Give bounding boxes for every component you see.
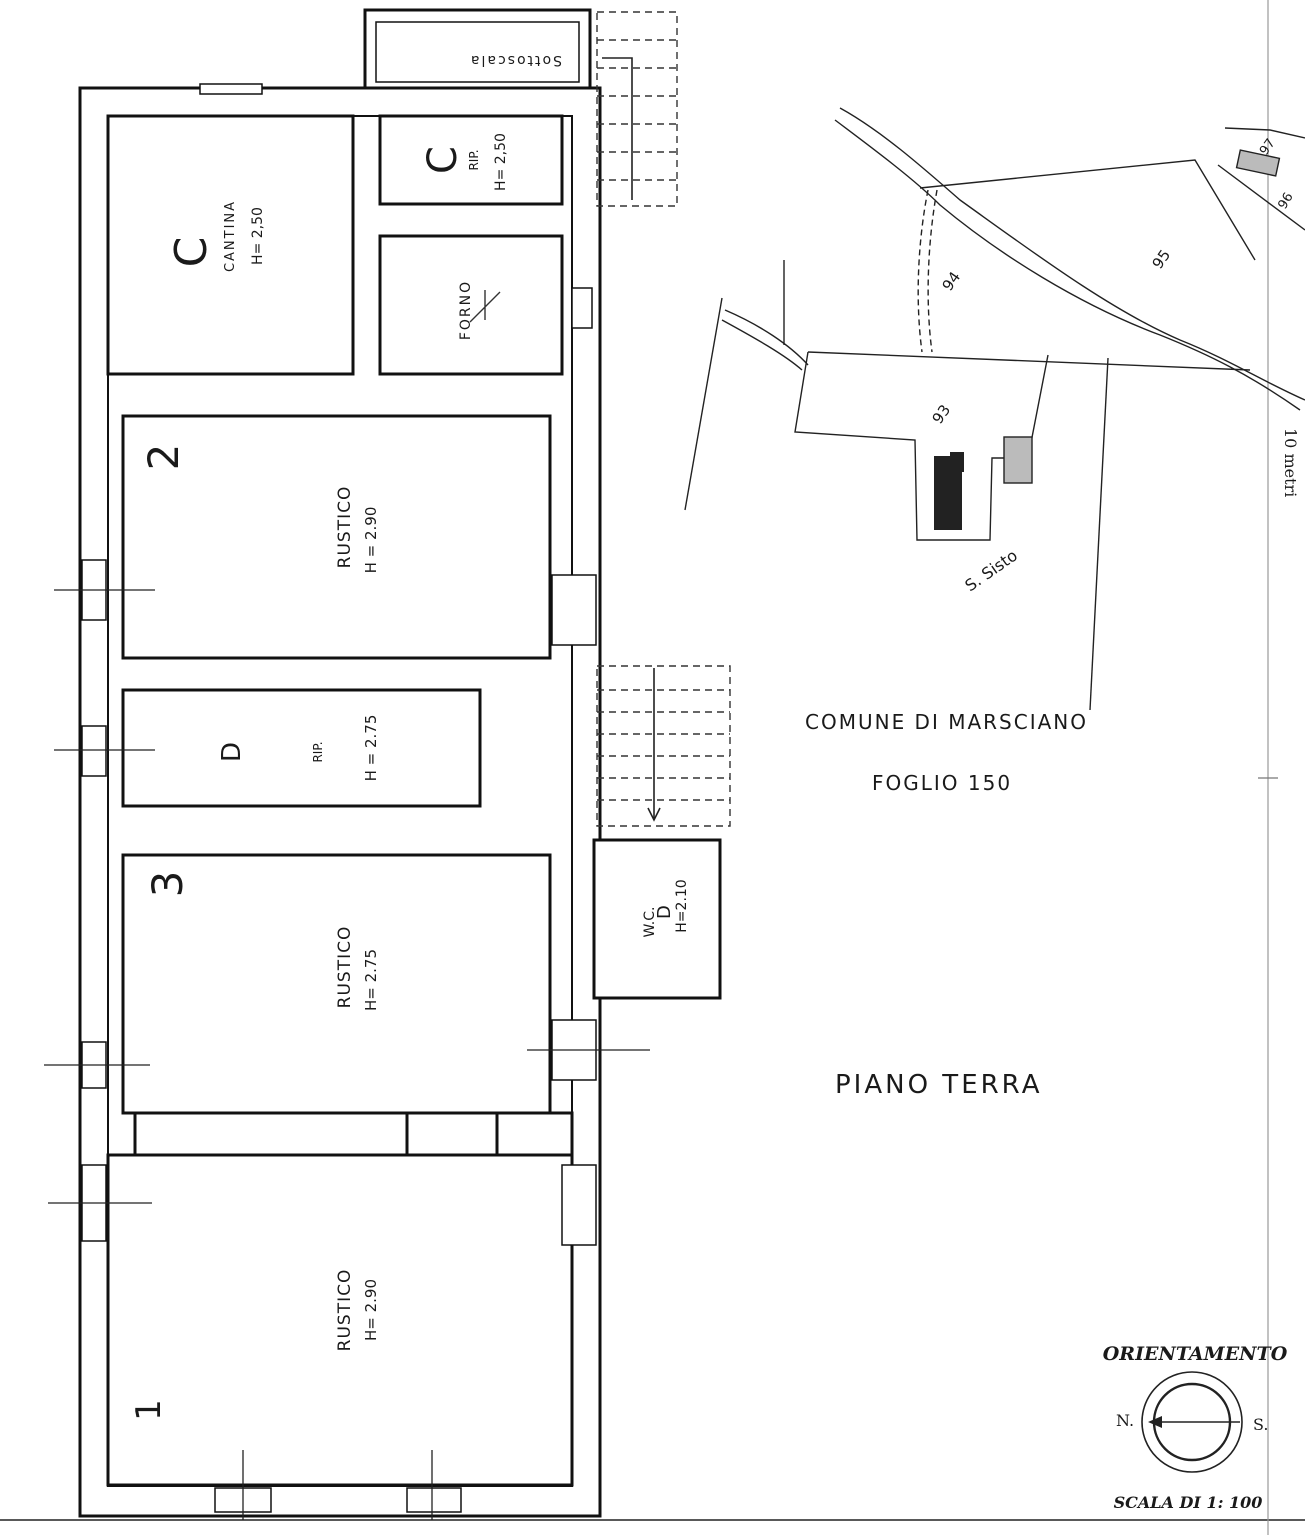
rustico-1-name: RUSTICO (335, 1269, 355, 1352)
wc-height: H=2.10 (674, 879, 690, 932)
orientation-block: ORIENTAMENTO N. S. SCALA DI 1: 100 (1103, 1343, 1288, 1512)
forno-room (378, 234, 564, 376)
stairs-middle (596, 665, 731, 827)
compass-outer-ring (1141, 1371, 1243, 1473)
orientation-label: ORIENTAMENTO (1103, 1343, 1288, 1365)
room-labels: Sottoscala C CANTINA H= 2,50 C RIP. H= 2… (129, 52, 690, 1421)
cantina-letter: C (166, 237, 217, 268)
cadastral-map (684, 107, 1305, 711)
window-cross-lines (44, 589, 650, 1520)
stairs-top (596, 11, 678, 207)
building (44, 8, 731, 1520)
cantina-name: CANTINA (223, 200, 238, 272)
scale-label: SCALA DI 1: 100 (1114, 1493, 1263, 1512)
rip-c-height: H= 2,50 (493, 133, 509, 191)
window-bottom-2 (406, 1487, 462, 1513)
forno-name: FORNO (458, 280, 474, 340)
rip-d-room (121, 688, 482, 808)
parcel-96-label: 96 (1275, 190, 1296, 212)
parcel-93-top (807, 351, 1251, 371)
cantina-room (106, 114, 355, 376)
parcel-boundary-vertical (1089, 357, 1109, 711)
parcel-97-building (1235, 149, 1281, 177)
parcel-94-dashed-2 (927, 189, 938, 353)
piano-terra-title: PIANO TERRA (835, 1070, 1042, 1100)
outer-wall (78, 86, 602, 1518)
wc-room (592, 838, 722, 1000)
compass-north-label: N. (1116, 1411, 1134, 1430)
sottoscala-inner (375, 21, 580, 83)
rustico-3-room (121, 853, 552, 1115)
rip-d-name: RIP. (311, 741, 325, 762)
compass-north-arrow (1148, 1416, 1162, 1428)
parcel-line-left (684, 297, 723, 511)
building-footprint-dark-2 (950, 452, 964, 472)
rustico-3-name: RUSTICO (335, 926, 355, 1009)
compass-south-label: S. (1253, 1415, 1268, 1434)
parcel-94-label: 94 (939, 268, 965, 294)
parcel-labels: 93 94 95 96 97 S. Sisto (929, 136, 1297, 595)
locality-label: S. Sisto (961, 546, 1020, 596)
rip-c-name: RIP. (467, 149, 481, 170)
rip-c-room (378, 114, 564, 206)
rip-c-letter: C (420, 146, 466, 174)
road-line-upper (839, 107, 1305, 401)
wc-name: W.C. (642, 907, 658, 938)
rustico-1-room (106, 1153, 574, 1487)
partition-wall-right (495, 1111, 574, 1157)
rustico-3-height: H= 2.75 (362, 949, 380, 1011)
road-line-lower (834, 119, 1301, 411)
forno-vent (571, 287, 593, 329)
parcel-95-label: 95 (1149, 246, 1175, 272)
sottoscala-room (363, 8, 592, 90)
cantina-height: H= 2,50 (250, 207, 266, 265)
rustico-1-height: H= 2.90 (362, 1279, 380, 1341)
road-left-1 (724, 309, 809, 366)
parcel-97-border (1224, 127, 1305, 139)
rustico-2-height: H = 2.90 (362, 507, 380, 574)
scale-bar-label: 10 metri (1281, 428, 1300, 497)
rustico-1-number: 1 (129, 1399, 169, 1421)
sottoscala-label: Sottoscala (469, 52, 562, 68)
rustico-2-room (121, 414, 552, 660)
wc-letter: D (654, 905, 675, 919)
partition-wall-left (133, 1111, 409, 1157)
foglio-label: FOGLIO 150 (872, 771, 1012, 795)
door-right-1 (551, 574, 597, 646)
rustico-2-number: 2 (139, 444, 188, 471)
rip-d-letter: D (217, 742, 247, 762)
window-top (199, 83, 263, 95)
comune-label: COMUNE DI MARSCIANO (805, 710, 1088, 734)
road-left-2 (721, 319, 803, 371)
forno-symbol (469, 290, 501, 323)
rustico-2-name: RUSTICO (335, 486, 355, 569)
parcel-94-95-top (919, 159, 1256, 261)
parcel-93-label: 93 (929, 401, 955, 427)
parcel-96-border (1217, 164, 1305, 231)
building-footprint-hatched (1003, 436, 1033, 484)
title-block: COMUNE DI MARSCIANO FOGLIO 150 PIANO TER… (805, 710, 1088, 1100)
window-left-2 (81, 725, 107, 777)
parcel-94-dashed (917, 189, 929, 353)
rustico-3-number: 3 (143, 871, 192, 898)
door-right-3 (561, 1164, 597, 1246)
rip-d-height: H = 2.75 (362, 715, 380, 782)
